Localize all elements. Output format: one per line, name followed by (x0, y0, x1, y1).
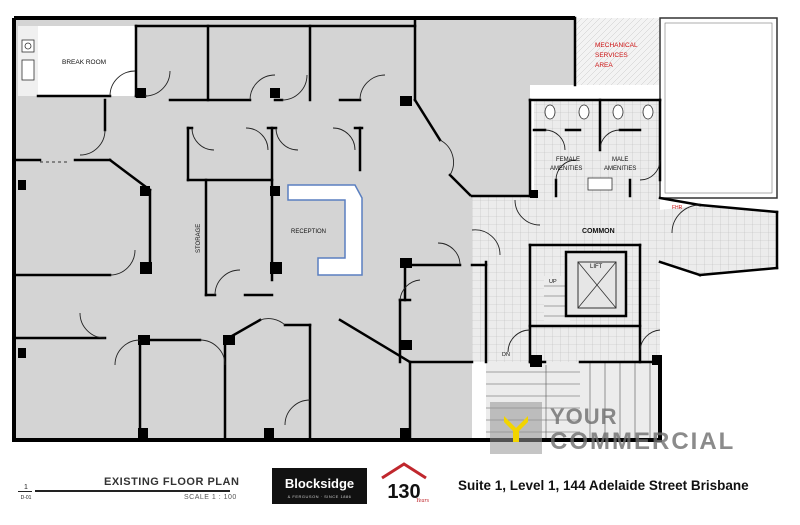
drawing-ref-divider (18, 491, 32, 492)
watermark-logo-mark (490, 402, 542, 454)
mechanical-label-2: SERVICES (595, 52, 628, 59)
mechanical-label-3: AREA (595, 62, 613, 69)
mechanical-area (575, 18, 659, 85)
badge-number: 130 (387, 481, 420, 503)
reception-desk (287, 184, 363, 276)
common-label: COMMON (582, 228, 615, 235)
column (136, 88, 146, 98)
blocksidge-logo: Blocksidge & FERGUSON · SINCE 1886 (272, 468, 367, 504)
property-address: Suite 1, Level 1, 144 Adelaide Street Br… (458, 478, 749, 493)
male-label-2: AMENITIES (604, 166, 636, 172)
drawing-ref-sheet: D-01 (20, 495, 32, 501)
badge-sub: Years (416, 498, 430, 504)
plan-scale: SCALE 1 : 100 (184, 494, 237, 501)
female-label-2: AMENITIES (550, 166, 582, 172)
plan-title: EXISTING FLOOR PLAN (104, 476, 240, 488)
male-label-1: MALE (612, 157, 628, 163)
watermark-line-2: COMMERCIAL (550, 428, 736, 455)
your-commercial-watermark: YOUR COMMERCIAL (490, 402, 740, 456)
blocksidge-logo-tagline: & FERGUSON · SINCE 1886 (287, 494, 352, 499)
up-label: UP (549, 279, 557, 285)
title-underline (35, 490, 230, 492)
fhr-label: FHR (672, 205, 683, 211)
office-floor (14, 18, 575, 440)
mechanical-label-1: MECHANICAL (595, 42, 638, 49)
anniversary-badge: 130 Years (378, 460, 430, 510)
floor-plan: BREAK ROOM MECHANICAL SERVICES AREA FEMA… (12, 16, 779, 442)
reception-label: RECEPTION (291, 229, 326, 235)
blocksidge-logo-name: Blocksidge (284, 476, 355, 491)
watermark-line-1: YOUR (550, 404, 618, 429)
break-room-label: BREAK ROOM (62, 59, 106, 66)
female-label-1: FEMALE (556, 157, 580, 163)
break-room-floor (38, 26, 136, 96)
balcony (659, 17, 778, 199)
drawing-ref-number: 1 (24, 484, 28, 491)
storage-label: STORAGE (196, 224, 202, 253)
lift-label: LIFT (590, 264, 603, 270)
dn-label: DN (502, 352, 510, 358)
